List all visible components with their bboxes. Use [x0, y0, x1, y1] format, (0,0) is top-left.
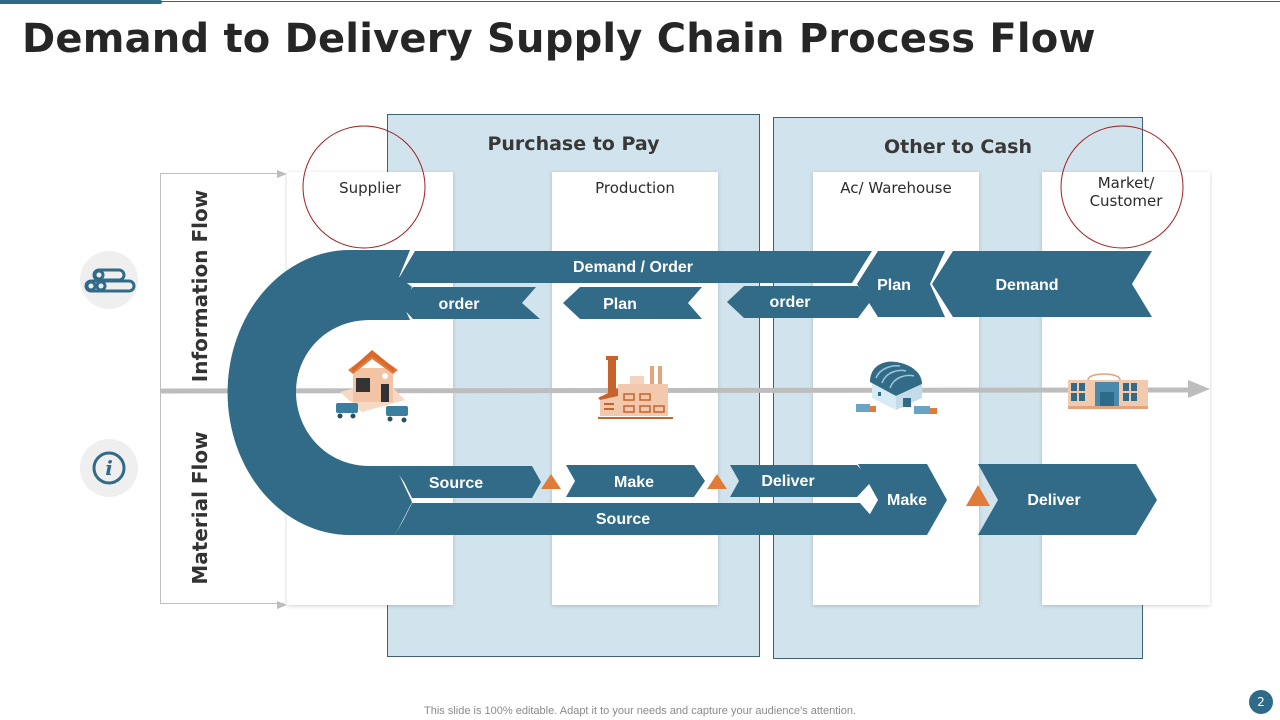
- arrow-source-long: [395, 503, 874, 535]
- arrow-order-supplier: [398, 287, 540, 319]
- arrow-plan-warehouse: [857, 251, 945, 317]
- column-label: Market/ Customer: [1042, 174, 1210, 210]
- arrow-source-short: [393, 466, 541, 498]
- arrow-label: Make: [614, 474, 654, 491]
- material-box-arrowhead: [277, 601, 287, 609]
- u-turn-arrow-body: [228, 250, 412, 535]
- arrow-demand-order: [396, 251, 872, 283]
- column-label: Ac/ Warehouse: [840, 179, 952, 197]
- store-building-icon: [1068, 373, 1148, 409]
- arrow-make: [566, 465, 705, 497]
- arrow-make-right: [858, 464, 947, 535]
- top-accent-bar: [0, 0, 162, 4]
- arrow-label: Make: [887, 492, 927, 509]
- arrow-label: Source: [596, 511, 650, 528]
- material-flow-box: [160, 390, 284, 604]
- info-box-arrowhead: [277, 170, 287, 178]
- arrow-label: Deliver: [1027, 492, 1080, 509]
- page-number-badge: 2: [1249, 690, 1273, 714]
- logs-stack-icon: [80, 251, 138, 309]
- factory-icon: [598, 356, 673, 419]
- arrow-label: Demand: [995, 277, 1058, 294]
- panel-title: Other to Cash: [884, 136, 1032, 158]
- flow-line: [159, 387, 1196, 394]
- information-flow-box: [160, 173, 284, 390]
- top-rule: [0, 1, 1280, 2]
- info-icon: i: [80, 439, 138, 497]
- arrow-label: order: [770, 294, 811, 311]
- panel-title: Purchase to Pay: [487, 133, 660, 155]
- column-label: Production: [595, 179, 675, 197]
- arrow-label: Plan: [603, 296, 637, 313]
- milestone-triangle: [541, 474, 561, 489]
- arrow-deliver-short: [730, 465, 872, 497]
- column-label-line: Market/: [1097, 174, 1155, 192]
- arrow-label: order: [439, 296, 480, 313]
- arrow-label: Deliver: [761, 473, 814, 490]
- arrow-order-warehouse: [727, 286, 870, 318]
- milestone-triangle: [707, 474, 727, 489]
- arrow-plan-production: [563, 287, 702, 319]
- milestone-triangle: [966, 485, 990, 506]
- arrow-demand: [932, 251, 1152, 317]
- arrow-label: Demand / Order: [573, 259, 693, 276]
- column-label-line: Customer: [1089, 192, 1163, 210]
- footer-note: This slide is 100% editable. Adapt it to…: [424, 705, 856, 717]
- warehouse-with-trucks-icon: [336, 350, 408, 423]
- flow-arrowhead: [1188, 380, 1210, 398]
- highlight-circle-supplier: [302, 125, 426, 249]
- distribution-warehouse-icon: [856, 361, 937, 414]
- info-glyph: i: [105, 456, 113, 480]
- arrow-deliver-right: [978, 464, 1157, 535]
- column-label: Supplier: [339, 179, 401, 197]
- slide-title: Demand to Delivery Supply Chain Process …: [22, 16, 1096, 62]
- arrow-label: Source: [429, 475, 483, 492]
- arrow-label: Plan: [877, 277, 911, 294]
- highlight-circle-market: [1060, 125, 1184, 249]
